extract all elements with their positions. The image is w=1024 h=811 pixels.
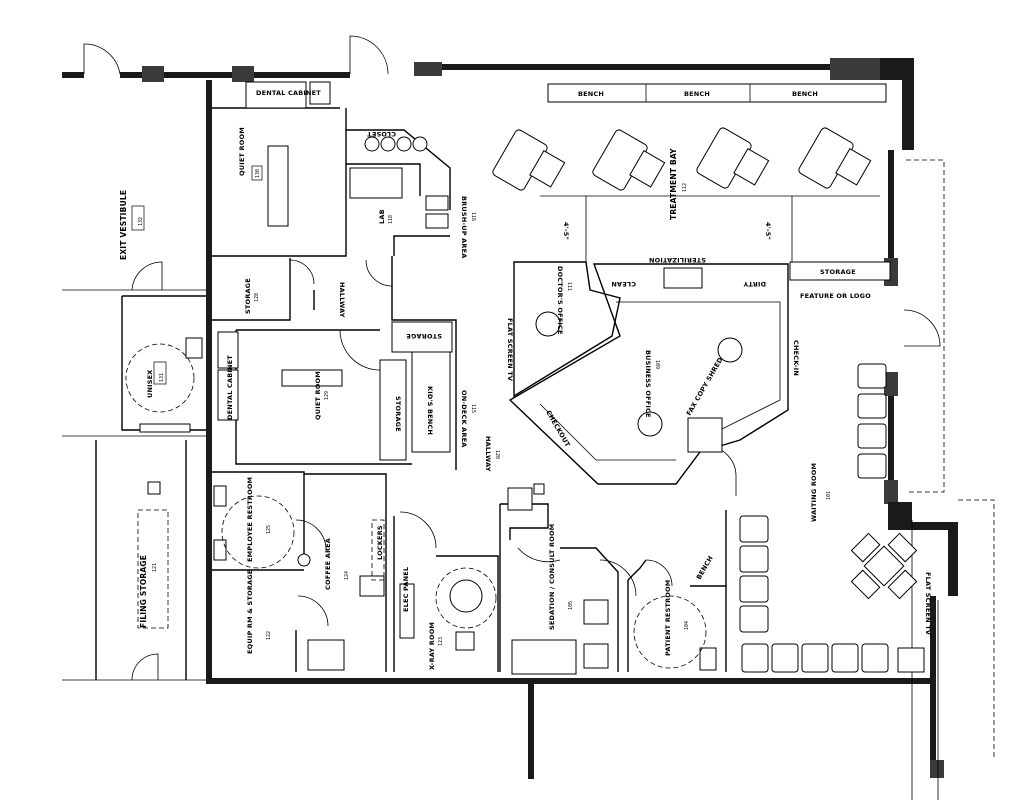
- label-doctors-office: DOCTOR'S OFFICE: [556, 266, 564, 335]
- label-storage-left-num: 128: [254, 293, 260, 302]
- label-employee-restroom-num: 125: [266, 525, 272, 534]
- label-doctors-office-num: 111: [566, 282, 572, 291]
- label-dental-cabinet-mid: DENTAL CABINET: [226, 355, 234, 420]
- top-benches: [547, 83, 891, 281]
- label-bench-lower: BENCH: [695, 554, 715, 581]
- label-quiet-room-1: QUIET ROOM: [238, 127, 246, 176]
- label-exit-vestibule-num: 132: [138, 217, 144, 226]
- label-filing-storage: FILING STORAGE: [139, 555, 148, 628]
- label-storage-right: STORAGE: [820, 268, 856, 276]
- label-oncheck: ON-DECK AREA: [460, 390, 468, 447]
- label-hallway-lower-num: 120: [494, 450, 500, 459]
- label-flat-screen-2: FLAT SCREEN TV: [924, 572, 932, 635]
- label-unisex-num: 131: [159, 373, 165, 382]
- label-lab: LAB: [378, 209, 386, 224]
- label-dirty: DIRTY: [743, 280, 766, 288]
- label-fax-copy: FAX COPY SHRED: [685, 356, 725, 417]
- label-filing-storage-num: 121: [152, 563, 158, 572]
- label-quiet-room-1-num: 130: [255, 169, 261, 178]
- label-quiet-room-2-num: 129: [324, 391, 330, 400]
- label-dim-1: 4'-5": [562, 222, 570, 240]
- label-xray-room: X-RAY ROOM: [428, 622, 436, 670]
- label-brushup-num: 116: [470, 212, 476, 221]
- label-quiet-room-2: QUIET ROOM: [314, 371, 322, 420]
- label-hallway-lower: HALLWAY: [484, 436, 492, 472]
- label-coffee: COFFEE AREA: [324, 538, 332, 590]
- label-bench-3: BENCH: [792, 90, 818, 98]
- label-coffee-num: 124: [344, 571, 350, 580]
- label-bench-1: BENCH: [578, 90, 604, 98]
- label-equip-storage-num: 122: [266, 631, 272, 640]
- label-equip-storage: EQUIP RM & STORAGE: [246, 570, 254, 654]
- label-employee-restroom: EMPLOYEE RESTROOM: [246, 477, 254, 562]
- label-sedation: SEDATION / CONSULT ROOM: [548, 524, 556, 630]
- label-elec-panel: ELEC PANEL: [402, 567, 410, 612]
- label-check-in: CHECK-IN: [792, 340, 800, 376]
- label-lab-num: 118: [388, 215, 394, 224]
- label-feature-logo: FEATURE OR LOGO: [800, 292, 871, 300]
- label-sterilization: STERILIZATION: [649, 256, 706, 264]
- label-checkout: CHECKOUT: [544, 409, 572, 449]
- label-treatment-bay-num: 112: [682, 183, 688, 192]
- label-xray-room-num: 123: [438, 637, 444, 646]
- label-business-office: BUSINESS OFFICE: [644, 350, 652, 418]
- business-office: [507, 261, 789, 511]
- label-unisex: UNISEX: [146, 370, 154, 398]
- label-treatment-bay: TREATMENT BAY: [669, 148, 678, 220]
- label-closet: CLOSET: [367, 130, 396, 138]
- label-waiting-num: 101: [826, 491, 832, 500]
- label-storage-left: STORAGE: [244, 278, 252, 314]
- label-storage-vert: STORAGE: [394, 396, 402, 432]
- label-patient-restroom-num: 104: [684, 621, 690, 630]
- waiting-seating: [739, 363, 925, 673]
- label-lockers: LOCKERS: [376, 525, 384, 560]
- label-oncheck-num: 115: [470, 404, 476, 413]
- label-kids-bench: KID'S BENCH: [426, 386, 434, 435]
- treatment-chairs: [492, 127, 880, 264]
- label-clean: CLEAN: [611, 280, 636, 288]
- room-fixtures: [125, 136, 707, 669]
- interior-walls: [95, 81, 727, 680]
- label-patient-restroom: PATIENT RESTROOM: [664, 580, 672, 656]
- exterior-walls: [62, 58, 958, 779]
- label-dim-2: 4'-5": [764, 222, 772, 240]
- label-brushup: BRUSH-UP AREA: [460, 196, 468, 258]
- label-exit-vestibule: EXIT VESTIBULE: [119, 190, 128, 260]
- label-flat-screen-1: FLAT SCREEN TV: [506, 318, 514, 381]
- label-bench-2: BENCH: [684, 90, 710, 98]
- label-hallway-upper: HALLWAY: [338, 282, 346, 318]
- label-storage-mid: STORAGE: [406, 332, 442, 340]
- label-waiting: WAITING ROOM: [810, 463, 818, 522]
- label-sedation-num: 105: [568, 601, 574, 610]
- label-dental-cabinet-top: DENTAL CABINET: [256, 89, 321, 97]
- label-business-office-num: 109: [654, 360, 660, 369]
